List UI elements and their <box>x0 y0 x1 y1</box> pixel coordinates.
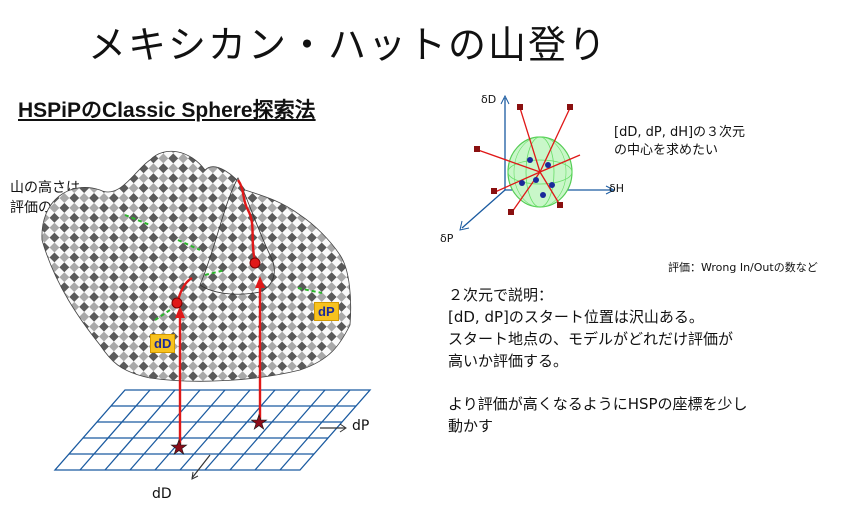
sphere-note-line: の中心を求めたい <box>614 143 719 158</box>
climb-path-2 <box>236 179 257 263</box>
explanation-line: より評価が高くなるようにHSPの座標を少し <box>448 395 748 413</box>
surface-point <box>249 257 261 269</box>
sphere-note: [dD, dP, dH]の３次元 の中心を求めたい <box>614 124 745 160</box>
subtitle: HSPiPのClassic Sphere探索法 <box>18 99 316 122</box>
arrowhead <box>175 306 185 318</box>
dd-axis-arrow <box>191 454 211 479</box>
sphere-arrows <box>477 107 581 213</box>
dd-dp-grid <box>53 389 372 471</box>
surface-point <box>171 297 183 309</box>
mountain-label-line: 山の高さは <box>10 180 80 196</box>
explanation-line: 動かす <box>448 417 494 435</box>
sphere-dd-label: δD <box>481 93 497 106</box>
explanation-line: [dD, dP]のスタート位置は沢山ある。 <box>448 308 704 326</box>
start-star: ★ <box>170 435 188 459</box>
dp-axis <box>461 189 506 229</box>
sphere-note-line: [dD, dP, dH]の３次元 <box>614 125 746 140</box>
red-arrows <box>175 179 262 445</box>
explanation-line: ２次元で説明： <box>448 286 554 304</box>
explanation-block: ２次元で説明： [dD, dP]のスタート位置は沢山ある。 スタート地点の、モデ… <box>448 284 733 372</box>
start-star: ★ <box>250 410 268 434</box>
dp-tag: dP <box>314 302 339 321</box>
dp-axis-arrowhead <box>339 423 347 433</box>
green-markers <box>124 214 323 321</box>
inner-points <box>519 157 555 198</box>
sphere-diagram <box>459 94 616 231</box>
explanation-line: スタート地点の、モデルがどれだけ評価が <box>448 330 734 348</box>
mexican-hat-surface <box>41 151 352 382</box>
grid-dd-label: dD <box>152 486 172 502</box>
explanation-line: 高いか評価する。 <box>448 352 569 370</box>
arrowhead <box>255 276 265 288</box>
sphere-dh-label: δH <box>609 182 625 195</box>
green-marker <box>204 269 226 276</box>
evaluation-note: 評価：Wrong In/Outの数など <box>668 261 818 274</box>
green-marker <box>154 309 171 321</box>
dd-axis-arrowhead <box>191 471 199 480</box>
page-title: メキシカン・ハットの山登り <box>88 23 609 67</box>
green-marker <box>124 214 151 226</box>
grid-dp-label: dP <box>352 418 370 434</box>
explanation-block-2: より評価が高くなるようにHSPの座標を少し 動かす <box>448 393 748 437</box>
outer-points <box>474 104 573 215</box>
sphere-dp-label: δP <box>440 232 454 245</box>
dd-tag: dD <box>150 334 176 353</box>
